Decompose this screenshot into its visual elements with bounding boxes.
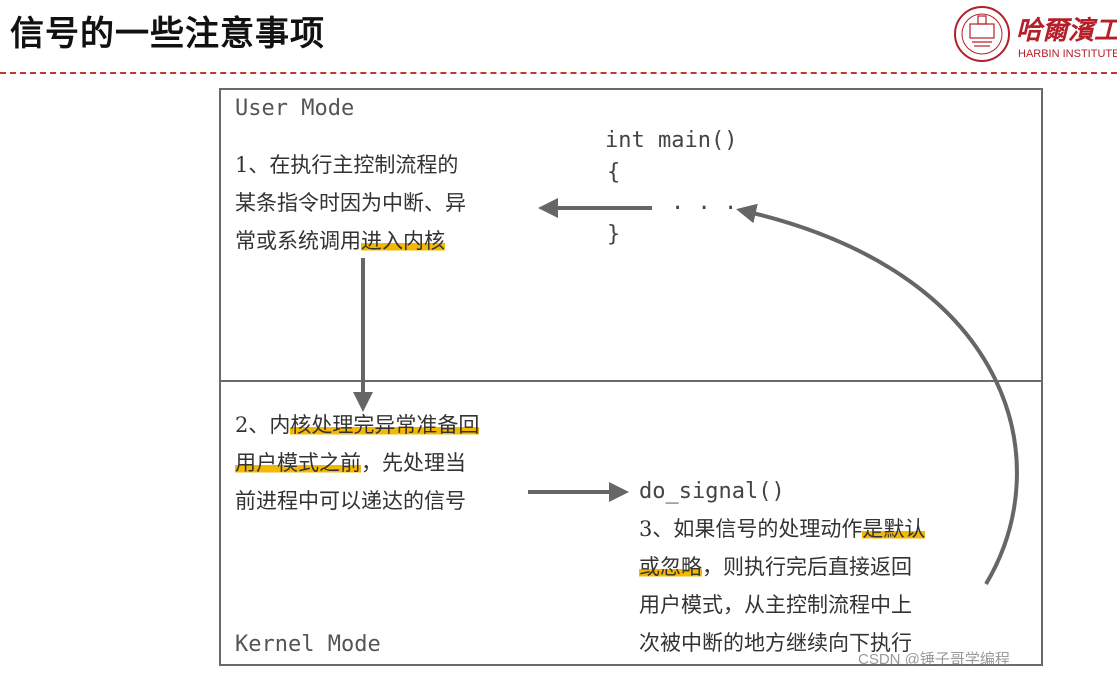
step3-line1-text: 3、如果信号的处理动作: [639, 517, 863, 541]
hit-logo: 哈爾濱工 HARBIN INSTITUTE: [952, 4, 1117, 66]
logo-english-text: HARBIN INSTITUTE: [1018, 48, 1117, 60]
header-divider: [0, 72, 1117, 74]
step1-line2: 某条指令时因为中断、异: [235, 191, 466, 215]
step3-line3: 用户模式，从主控制流程中上: [639, 593, 912, 617]
main-close-brace: }: [607, 222, 621, 247]
main-open-brace: {: [607, 160, 621, 185]
step2-line3: 前进程中可以递达的信号: [235, 489, 466, 513]
step3-highlight-b: 或忽略: [639, 555, 702, 579]
step1-line3-text: 常或系统调用: [235, 229, 361, 253]
step2-highlight-b: 用户模式之前: [235, 451, 361, 475]
step3-line2-text: ，则执行完后直接返回: [702, 555, 912, 579]
user-mode-label: User Mode: [235, 96, 355, 121]
logo-chinese-text: 哈爾濱工: [1016, 16, 1117, 46]
kernel-mode-label: Kernel Mode: [235, 632, 381, 657]
do-signal-call: do_signal(): [639, 479, 785, 504]
step3-line1: 3、如果信号的处理动作是默认: [639, 510, 926, 548]
step3-line2: 或忽略，则执行完后直接返回: [639, 548, 925, 586]
csdn-watermark: CSDN @锤子哥学编程: [858, 651, 1010, 668]
step2-line2-text: ，先处理当: [361, 451, 466, 475]
hit-emblem-icon: [954, 6, 1010, 62]
step2-line1-text: 2、内: [235, 413, 291, 437]
signal-flow-diagram: User Mode Kernel Mode int main() { · · ·…: [219, 88, 1043, 666]
arrow-return-to-main: [736, 203, 1019, 586]
step3-line4: 次被中断的地方继续向下执行: [639, 631, 912, 655]
step3-note: 3、如果信号的处理动作是默认 或忽略，则执行完后直接返回 用户模式，从主控制流程…: [639, 510, 926, 662]
step2-line1: 2、内核处理完异常准备回: [235, 406, 480, 444]
step1-highlight: 进入内核: [361, 229, 445, 253]
step1-line1: 1、在执行主控制流程的: [235, 153, 459, 177]
step1-line3: 常或系统调用进入内核: [235, 222, 466, 260]
main-ellipsis: · · ·: [671, 196, 738, 221]
main-signature: int main(): [605, 128, 738, 153]
step1-note: 1、在执行主控制流程的 某条指令时因为中断、异 常或系统调用进入内核: [235, 146, 466, 260]
mode-divider: [221, 380, 1041, 382]
step2-note: 2、内核处理完异常准备回 用户模式之前，先处理当 前进程中可以递达的信号: [235, 406, 480, 520]
slide-title: 信号的一些注意事项: [10, 14, 325, 54]
step2-highlight-a: 核处理完异常准备回: [290, 413, 480, 437]
step3-highlight-a: 是默认: [862, 517, 926, 541]
step2-line2: 用户模式之前，先处理当: [235, 444, 479, 482]
